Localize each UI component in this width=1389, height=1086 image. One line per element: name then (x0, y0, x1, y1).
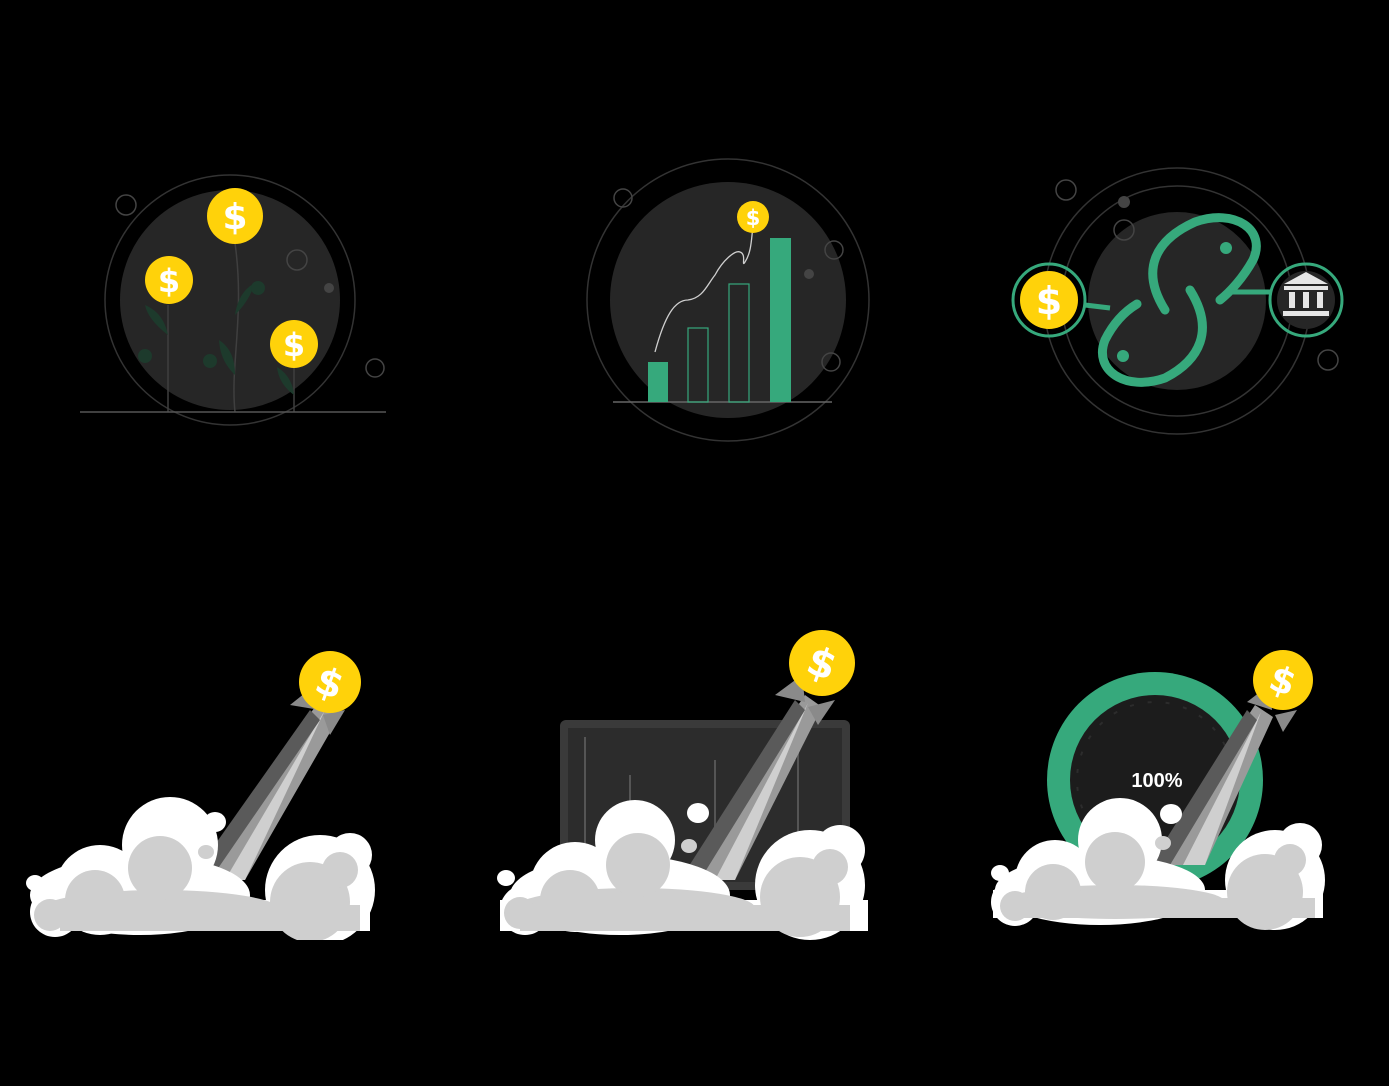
rocket-fin (1275, 710, 1297, 732)
coin-icon: $ (789, 630, 855, 696)
bar (648, 362, 668, 402)
svg-text:$: $ (222, 197, 247, 238)
plant-bud (251, 281, 265, 295)
rocket-trail-edge (680, 700, 805, 880)
leaf (145, 305, 168, 335)
leaf (219, 340, 235, 375)
inner-disc (1088, 212, 1266, 390)
coin-rocket-screen-illustration: $ (490, 625, 875, 940)
smoke-cloud (497, 800, 868, 940)
svg-text:$: $ (746, 206, 761, 230)
gauge-percent: 100% (1131, 770, 1182, 792)
rocket-trail-edge (1150, 710, 1257, 865)
rocket-trail-shade (1183, 712, 1261, 865)
coin-icon: $ (299, 651, 361, 713)
rocket-trail-shade (715, 703, 808, 880)
bar (687, 327, 709, 403)
deco-circle (1317, 349, 1339, 371)
chain-dot (1220, 242, 1232, 254)
outer-ring (104, 174, 356, 426)
deco-circle (1055, 179, 1077, 201)
deco-circle (115, 194, 137, 216)
deco-circle (821, 352, 841, 372)
coin-icon: $ (207, 188, 263, 244)
deco-dot (1118, 196, 1130, 208)
deco-circle (365, 358, 385, 378)
coin-icon: $ (1253, 650, 1313, 710)
chain-link-icon (1098, 213, 1261, 387)
connector-line (1084, 302, 1111, 311)
deco-circle (824, 240, 844, 260)
svg-text:$: $ (283, 326, 305, 364)
coin-icon: $ (1011, 262, 1087, 338)
coin-icon: $ (737, 201, 769, 233)
payment-link-illustration: $ (1005, 160, 1350, 445)
svg-text:$: $ (158, 262, 180, 300)
outer-ring (586, 158, 870, 442)
rocket-trail-edge (190, 710, 320, 880)
rocket-fin (323, 710, 345, 735)
money-tree-illustration: $ $ $ (75, 165, 395, 435)
deco-circle (286, 249, 308, 271)
growth-bar-chart-illustration: $ (575, 150, 885, 450)
smoke-cloud (26, 797, 375, 940)
bar (770, 238, 791, 402)
coin-rocket-launch-illustration: $ (20, 640, 380, 940)
chain-dot (1117, 350, 1129, 362)
plant-bud (203, 354, 217, 368)
coin-icon: $ (145, 256, 193, 304)
coin-icon: $ (270, 320, 318, 368)
inner-disc (610, 182, 846, 418)
leaf (235, 283, 255, 315)
plant-stem (233, 242, 240, 413)
trend-line (654, 221, 755, 353)
svg-text:$: $ (1036, 279, 1062, 323)
rocket-fin (808, 700, 835, 725)
deco-dot (324, 283, 334, 293)
deco-dot (804, 269, 814, 279)
smoke-cloud (991, 798, 1325, 930)
bank-icon (1268, 262, 1344, 338)
bar (728, 283, 750, 403)
deco-circle (1113, 219, 1135, 241)
deco-circle (613, 188, 633, 208)
rocket-trail-shade (225, 710, 325, 880)
leaf (277, 367, 294, 395)
plant-bud (138, 349, 152, 363)
coin-rocket-gauge-illustration: 100% $ (985, 640, 1335, 930)
